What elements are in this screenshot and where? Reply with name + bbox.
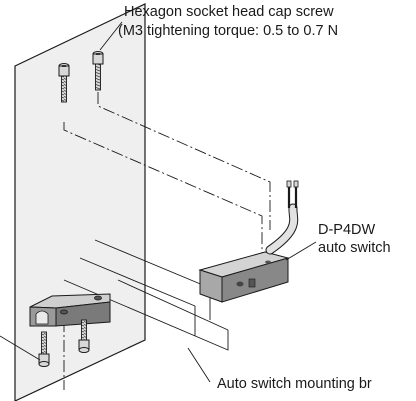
screw-label-line2: (M3 tightening torque: 0.5 to 0.7 N [118, 23, 339, 39]
leader-lines [0, 21, 317, 383]
d-p4dw-auto-switch [198, 251, 290, 303]
auto-switch-mounting-bracket [29, 293, 111, 327]
hex-screw-upper-right [92, 51, 104, 91]
bracket-label: Auto switch mounting br [217, 376, 372, 392]
assembly-guides [63, 239, 229, 351]
hex-screw-lower-right [78, 319, 90, 353]
switch-label-line1: D-P4DW [318, 222, 376, 238]
hex-screw-upper-left [58, 63, 70, 103]
auto-switch-cable [265, 180, 299, 255]
screw-label-line1: Hexagon socket head cap screw [124, 4, 334, 20]
switch-label-line2: auto switch [318, 240, 391, 256]
